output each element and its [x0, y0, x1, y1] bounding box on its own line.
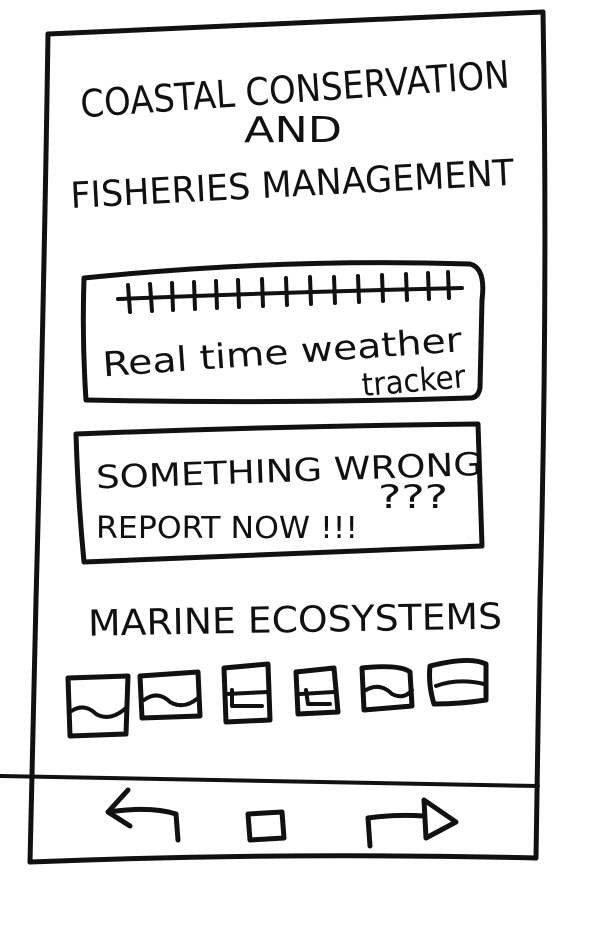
weather-label-line-2: tracker: [360, 357, 468, 404]
back-arrow-icon[interactable]: [105, 787, 181, 843]
ecosystems-heading: MARINE ECOSYSTEMS: [88, 596, 503, 644]
ecosystem-tile-2[interactable]: [137, 669, 203, 721]
bottom-nav: [105, 787, 459, 849]
ecosystem-tile-6[interactable]: [427, 658, 489, 707]
ecosystem-tile-5[interactable]: [359, 664, 415, 713]
report-issue-card[interactable]: SOMETHING WRONG ??? REPORT NOW !!!: [73, 421, 485, 565]
report-line-2: REPORT NOW !!!: [96, 511, 358, 546]
weather-tracker-card[interactable]: Real time weather tracker: [80, 260, 486, 405]
ecosystem-tiles: [65, 658, 489, 739]
ecosystem-tile-1[interactable]: [65, 673, 131, 739]
title-line-3: FISHERIES MANAGEMENT: [69, 153, 516, 217]
ecosystem-tile-4[interactable]: [293, 665, 341, 717]
phone-frame: [0, 9, 548, 865]
ecosystem-tile-3[interactable]: [221, 661, 273, 725]
report-question-marks: ???: [378, 478, 448, 516]
home-square-icon[interactable]: [245, 809, 287, 843]
forward-arrow-icon[interactable]: [365, 797, 459, 849]
timeline-ruler-icon: [116, 270, 464, 314]
page-title: COASTAL CONSERVATION AND FISHERIES MANAG…: [69, 52, 516, 217]
title-line-2: AND: [244, 110, 342, 151]
